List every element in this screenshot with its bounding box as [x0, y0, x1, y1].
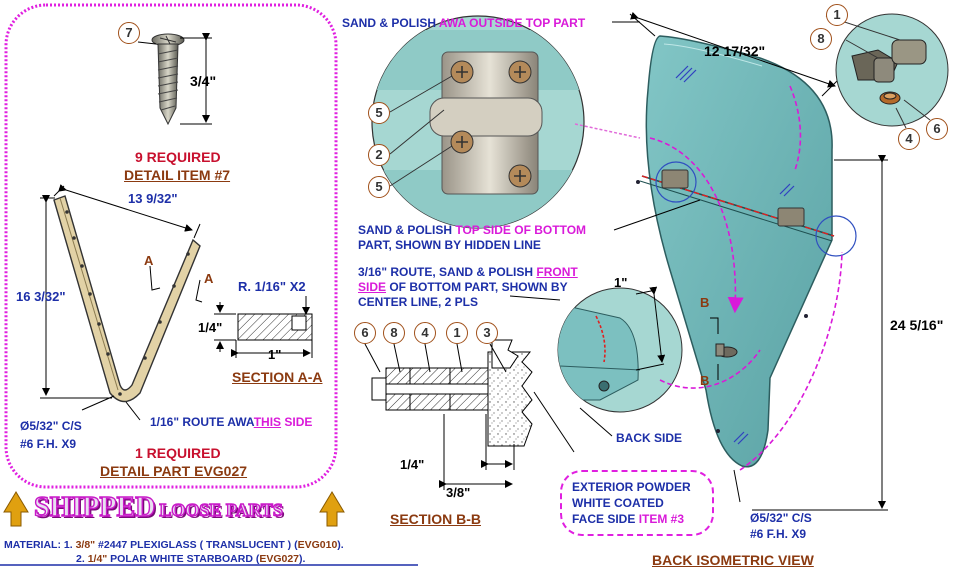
- note-bottom-part-2: PART, SHOWN BY HIDDEN LINE: [358, 238, 541, 252]
- detail7-title: DETAIL ITEM #7: [124, 167, 231, 183]
- material-line-2: 2. 1/4" POLAR WHITE STARBOARD (EVG027).: [76, 553, 306, 565]
- note-bottom-part-1: SAND & POLISH TOP SIDE OF BOTTOM: [358, 223, 587, 237]
- section-bb-dim-1: 1/4": [400, 457, 425, 472]
- v-part-cs-note-2: #6 F.H. X9: [20, 437, 77, 451]
- v-part-height-dim: 16 3/32": [16, 289, 66, 304]
- balloon-bb-4: 4: [414, 322, 436, 344]
- shipped-loose-parts-banner: SHIPPED LOOSE PARTS: [33, 492, 283, 523]
- section-aa-graphic: [214, 296, 313, 358]
- v-part-cs-note-1: Ø5/32" C/S: [20, 419, 82, 433]
- iso-cs-note-1: Ø5/32" C/S: [750, 511, 812, 525]
- exterior-note-1: EXTERIOR POWDER: [572, 480, 691, 494]
- section-bb-title: SECTION B-B: [390, 511, 481, 527]
- iso-cs-note-2: #6 F.H. X9: [750, 527, 807, 541]
- exterior-note-bubble: [560, 470, 714, 536]
- balloon-bb-3: 3: [476, 322, 498, 344]
- screw-length-dim: 3/4": [190, 73, 217, 89]
- v-part-evg027-graphic: [40, 184, 203, 421]
- knob-detail-graphic: [825, 13, 949, 129]
- section-mark-b-top: B: [700, 295, 710, 310]
- section-mark-a-right: A: [204, 271, 214, 286]
- iso-view-title: BACK ISOMETRIC VIEW: [652, 552, 814, 568]
- detail7-qty: 9 REQUIRED: [135, 149, 221, 165]
- iso-height-dim: 24 5/16": [890, 317, 944, 333]
- hinge-detail-graphic: [371, 15, 641, 229]
- section-mark-a-left: A: [144, 253, 154, 268]
- note-route-3: CENTER LINE, 2 PLS: [358, 295, 479, 309]
- balloon-bb-1: 1: [446, 322, 468, 344]
- balloon-hinge: 2: [368, 144, 390, 166]
- balloon-knob-8: 8: [810, 28, 832, 50]
- banner-arrows: [3, 491, 345, 527]
- note-route-2: SIDE OF BOTTOM PART, SHOWN BY: [358, 280, 568, 294]
- knob-on-panel: [715, 343, 738, 358]
- balloon-bb-6: 6: [354, 322, 376, 344]
- screw-item-7-graphic: [137, 33, 212, 126]
- note-route-1: 3/16" ROUTE, SAND & POLISH FRONT: [358, 265, 578, 279]
- v-part-title: DETAIL PART EVG027: [100, 463, 248, 479]
- balloon-knob-6: 6: [926, 118, 948, 140]
- note-back-side: BACK SIDE: [616, 431, 683, 445]
- section-bb-dim-2: 3/8": [446, 485, 471, 500]
- route-away-note: 1/16" ROUTE AWATHIS SIDE: [150, 415, 313, 429]
- balloon-knob-1: 1: [826, 4, 848, 26]
- section-aa-width-dim: 1": [268, 347, 282, 362]
- route-detail-graphic: [557, 286, 761, 437]
- route-detail-dim: 1": [614, 275, 628, 290]
- note-top-part: SAND & POLISH AWA OUTSIDE TOP PART: [342, 16, 586, 30]
- iso-width-dim: 12 17/32": [704, 43, 766, 59]
- material-line-1: MATERIAL: 1. 3/8" #2447 PLEXIGLASS ( TRA…: [4, 539, 344, 551]
- iso-panel-graphic: [509, 11, 888, 511]
- v-part-width-dim: 13 9/32": [128, 191, 178, 206]
- balloon-knob-4: 4: [898, 128, 920, 150]
- balloon-hinge-screw-top: 5: [368, 102, 390, 124]
- balloon-item-7: 7: [118, 22, 140, 44]
- exterior-note-2: WHITE COATED: [572, 496, 664, 510]
- v-part-qty: 1 REQUIRED: [135, 445, 221, 461]
- balloon-hinge-screw-bottom: 5: [368, 176, 390, 198]
- balloon-bb-8: 8: [383, 322, 405, 344]
- section-aa-title: SECTION A-A: [232, 369, 323, 385]
- section-mark-b-bottom: B: [700, 373, 710, 388]
- exterior-note-3: FACE SIDE ITEM #3: [572, 512, 685, 526]
- section-bb-graphic: [364, 339, 575, 490]
- shipped-loose-parts-frame: [4, 3, 338, 489]
- section-aa-thickness-dim: 1/4": [198, 320, 223, 335]
- section-aa-radius-note: R. 1/16" X2: [238, 279, 306, 294]
